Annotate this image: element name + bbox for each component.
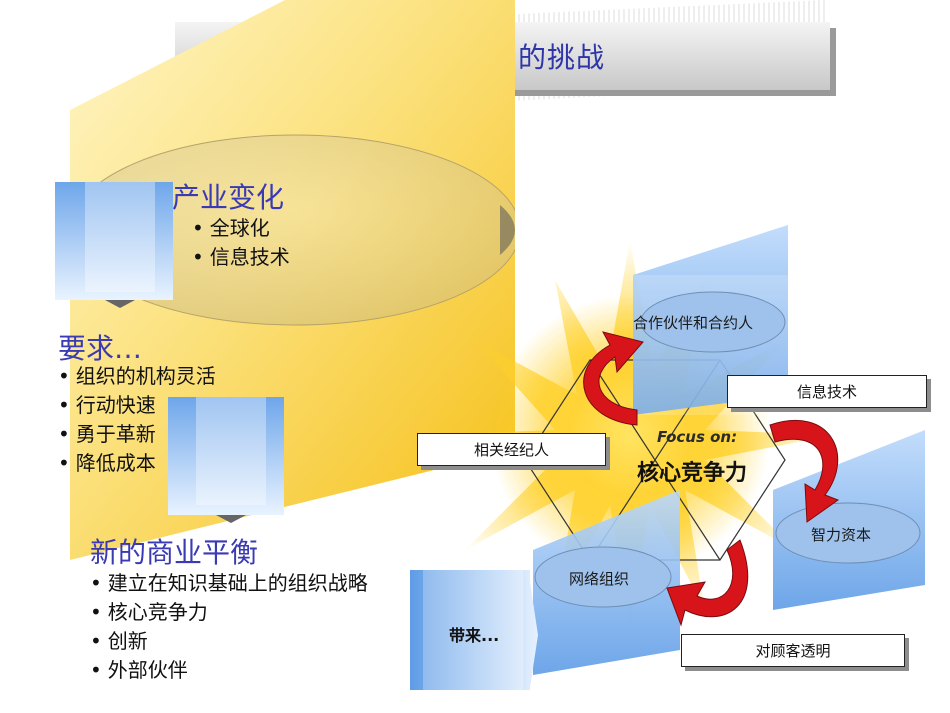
requirements-bullet-4: 降低成本 — [58, 449, 156, 478]
requirements-bullet-3: 勇于革新 — [58, 420, 156, 449]
center-label: 核心竞争力 — [637, 461, 748, 486]
balance-bullet-3: 创新 — [90, 627, 148, 656]
industry-heading: 产业变化 — [172, 181, 285, 214]
competency-diagram — [410, 225, 925, 690]
industry-bullet-1: 全球化 — [192, 214, 270, 243]
balance-bullet-1: 建立在知识基础上的组织战略 — [90, 569, 368, 598]
balance-heading: 新的商业平衡 — [90, 536, 259, 569]
requirements-bullet-2: 行动快速 — [58, 391, 156, 420]
block-intellectual — [773, 430, 925, 610]
page-title: 的挑战 — [518, 41, 606, 74]
down-arrow-block-2 — [168, 397, 284, 523]
node-it: 信息技术 — [727, 375, 927, 408]
focus-label: Focus on: — [657, 428, 738, 446]
block-network — [533, 490, 680, 675]
node-brokers: 相关经纪人 — [417, 433, 606, 466]
brings-label: 带来... — [449, 626, 500, 645]
node-network: 网络组织 — [569, 570, 630, 588]
industry-bullet-2: 信息技术 — [192, 243, 290, 272]
block-partners — [633, 225, 788, 415]
balance-bullet-2: 核心竞争力 — [90, 598, 208, 627]
node-intellectual: 智力资本 — [811, 526, 872, 544]
node-transparency: 对顾客透明 — [681, 634, 905, 667]
node-partners: 合作伙伴和合约人 — [633, 314, 754, 332]
down-arrow-block-1 — [55, 182, 173, 308]
grey-oval — [70, 134, 515, 326]
brings-arrow-block — [410, 570, 538, 690]
requirements-heading: 要求… — [58, 332, 143, 365]
balance-bullet-4: 外部伙伴 — [90, 656, 188, 685]
red-arrows — [583, 331, 840, 627]
requirements-bullet-1: 组织的机构灵活 — [58, 362, 216, 391]
